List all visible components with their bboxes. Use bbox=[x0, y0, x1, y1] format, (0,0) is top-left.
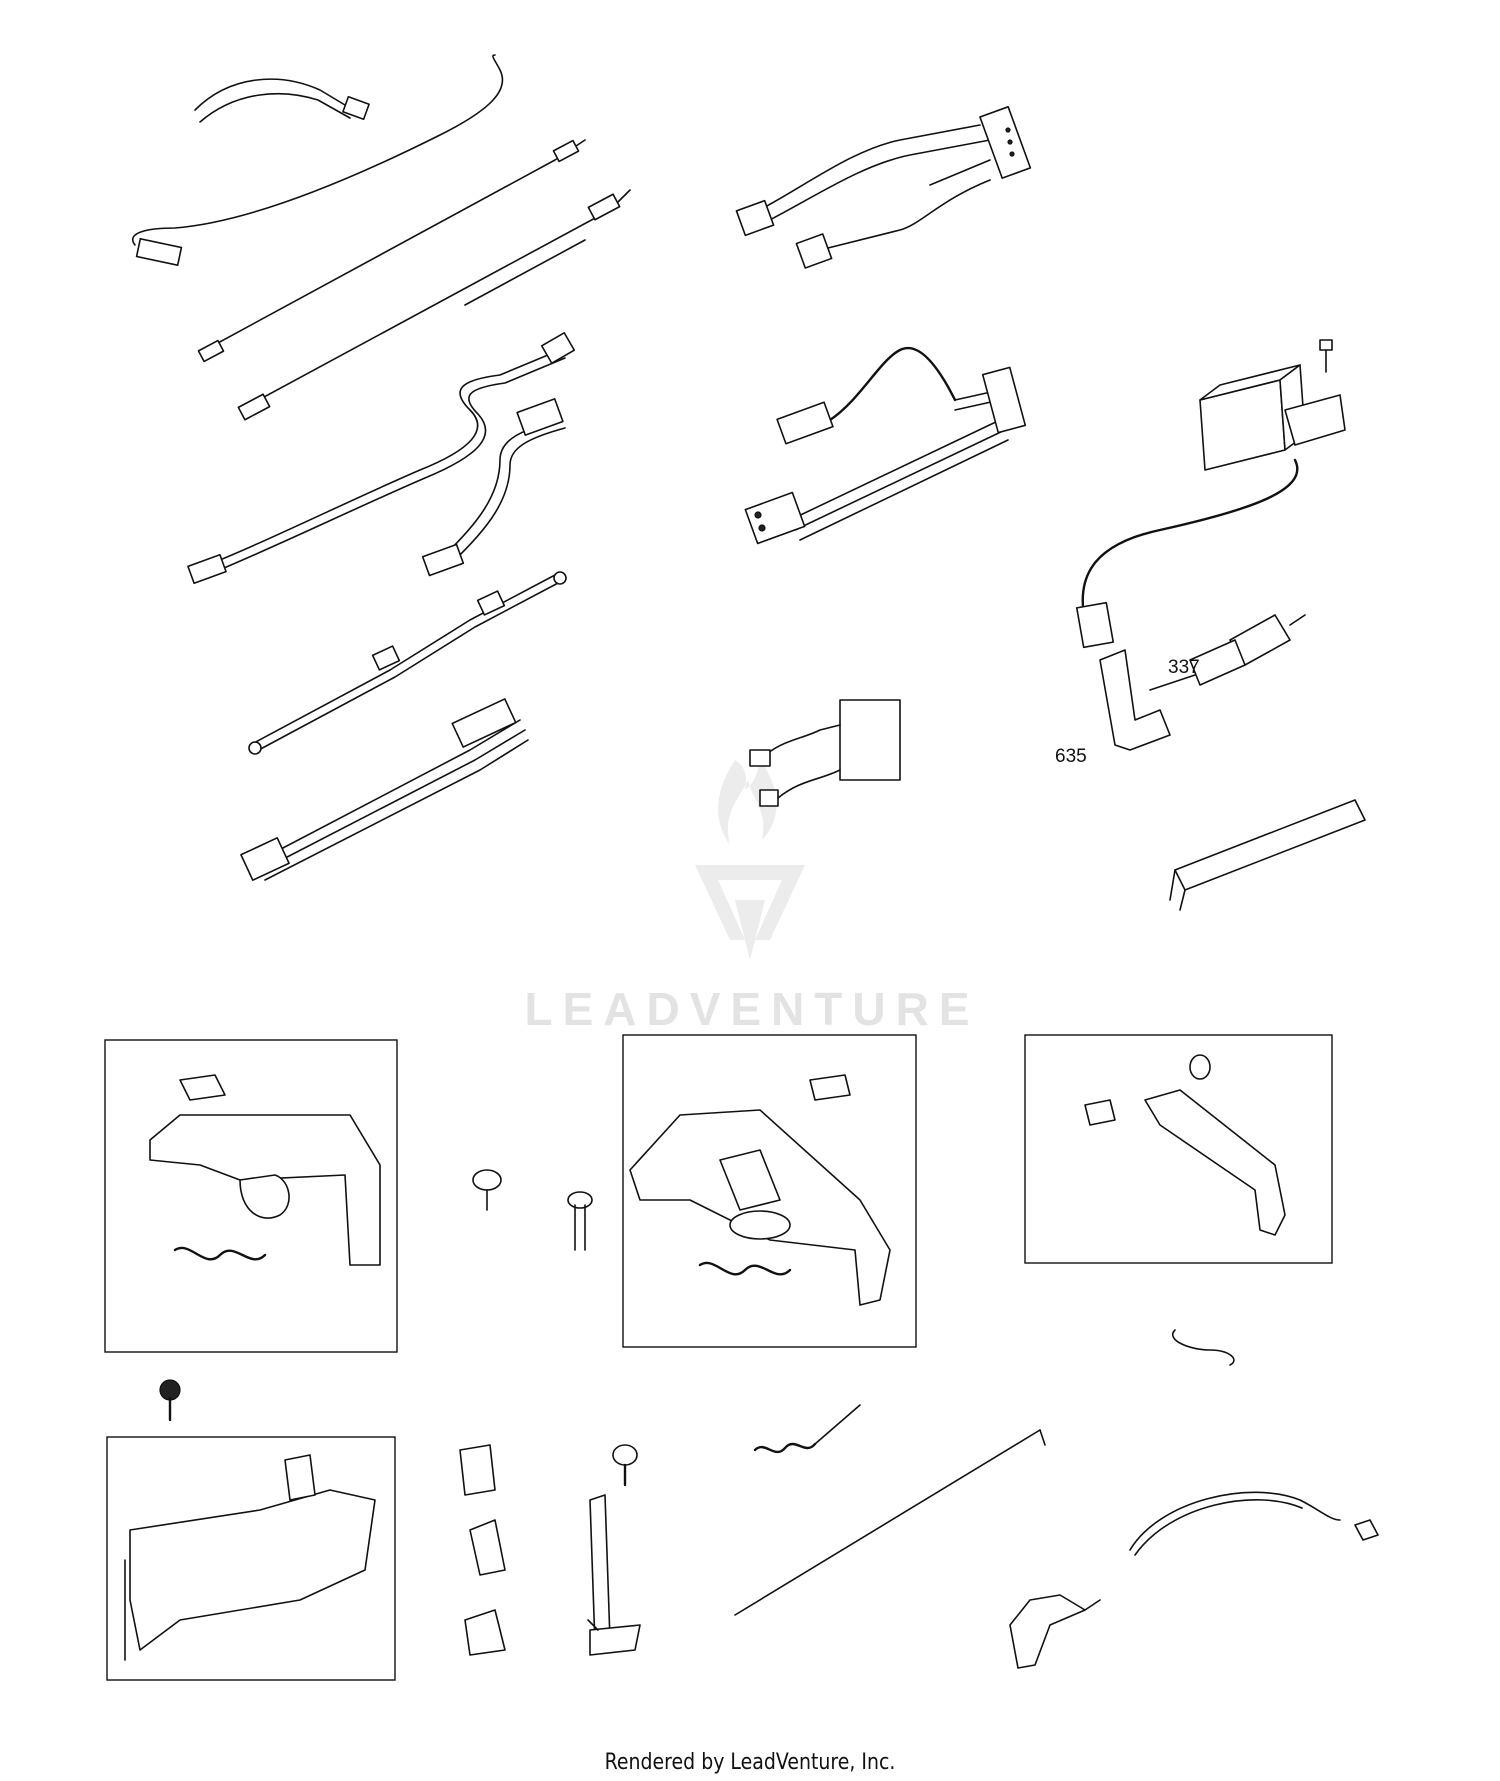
handle-tube bbox=[1169, 799, 1366, 911]
throttle-cable bbox=[1129, 1491, 1379, 1556]
box-control-bracket bbox=[106, 1436, 396, 1681]
box-governor-bracket-1 bbox=[104, 1039, 398, 1353]
watermark-text: LEADVENTURE bbox=[524, 983, 979, 1035]
rod-long bbox=[734, 1429, 1046, 1616]
wire-single-1 bbox=[197, 139, 586, 363]
wire-harness-plug-top bbox=[735, 105, 1032, 269]
spark-plug-boot bbox=[1099, 649, 1171, 751]
box-governor-bracket-2 bbox=[622, 1034, 917, 1348]
bolt-small-2 bbox=[159, 1379, 181, 1422]
ignition-coil bbox=[1075, 339, 1346, 649]
spark-plug bbox=[1149, 614, 1306, 691]
clip-brackets bbox=[459, 1444, 506, 1656]
s-hook bbox=[1172, 1329, 1235, 1366]
bolt-long bbox=[567, 1191, 593, 1251]
footer-credit: Rendered by LeadVenture, Inc. bbox=[604, 1750, 896, 1775]
throttle-lever bbox=[1009, 1594, 1101, 1669]
wire-harness-dual bbox=[240, 698, 529, 881]
wire-single-2 bbox=[237, 189, 631, 421]
post-bracket bbox=[587, 1444, 641, 1656]
spring-long bbox=[753, 1404, 861, 1454]
watermark-logo bbox=[695, 760, 805, 960]
wire-harness-long bbox=[132, 54, 504, 266]
wire-harness-y bbox=[187, 332, 576, 585]
bolt-small-1 bbox=[472, 1169, 502, 1211]
wire-harness-short bbox=[248, 571, 567, 755]
ignition-module bbox=[749, 699, 901, 807]
wire-harness-coiled bbox=[744, 346, 1027, 545]
callout-635: 635 bbox=[1055, 746, 1087, 767]
callout-337: 337 bbox=[1168, 657, 1200, 678]
box-lever-link bbox=[1024, 1034, 1333, 1264]
